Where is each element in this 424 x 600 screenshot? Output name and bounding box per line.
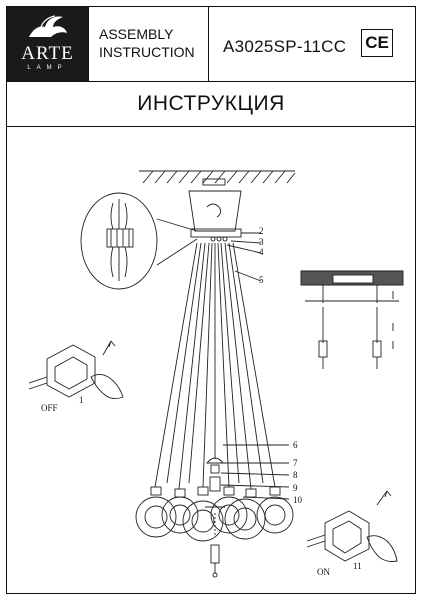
- wiring-connector-detail: [80, 192, 198, 290]
- brand-logo: ARTE LAMP: [7, 7, 89, 81]
- assembly-label: ASSEMBLY: [99, 26, 174, 42]
- page-title: ИНСТРУКЦИЯ: [7, 81, 415, 127]
- pendant-cables: [154, 242, 276, 490]
- step-1-number: 1: [79, 395, 84, 405]
- part-number-5: 5: [259, 275, 264, 285]
- step-11-number: 11: [353, 561, 362, 571]
- part-number-6: 6: [293, 440, 298, 450]
- ce-mark: CE: [361, 29, 393, 57]
- assembly-diagram: [28, 170, 404, 578]
- logo-subtitle: LAMP: [27, 65, 68, 71]
- step-11-on-label: ON: [317, 567, 330, 577]
- header: ARTE LAMP ASSEMBLY INSTRUCTION A3025SP-1…: [7, 7, 415, 81]
- part-number-4: 4: [259, 247, 264, 257]
- model-cell: A3025SP-11CC CE: [209, 7, 415, 81]
- part-leaders-top: [226, 232, 262, 282]
- mounting-detail: [300, 270, 404, 369]
- model-number: A3025SP-11CC: [223, 37, 347, 56]
- ceiling-hatch: [139, 170, 296, 184]
- part-number-8: 8: [293, 470, 298, 480]
- part-number-9: 9: [293, 483, 298, 493]
- part-number-7: 7: [293, 458, 298, 468]
- part-number-2: 2: [259, 226, 264, 236]
- step-1-off-label: OFF: [41, 403, 58, 413]
- logo-name: ARTE: [21, 43, 74, 64]
- winged-lion-icon: [29, 15, 67, 37]
- part-number-3: 3: [259, 237, 264, 247]
- assembly-cell: ASSEMBLY INSTRUCTION: [89, 7, 209, 81]
- instruction-sheet: ARTE LAMP ASSEMBLY INSTRUCTION A3025SP-1…: [6, 6, 416, 594]
- ceiling-canopy: [188, 178, 242, 242]
- instruction-label: INSTRUCTION: [99, 44, 195, 60]
- switch-off-diagram: [28, 340, 124, 400]
- switch-on-diagram: [306, 490, 398, 562]
- part-number-10: 10: [293, 495, 302, 505]
- glass-globes: [135, 486, 294, 542]
